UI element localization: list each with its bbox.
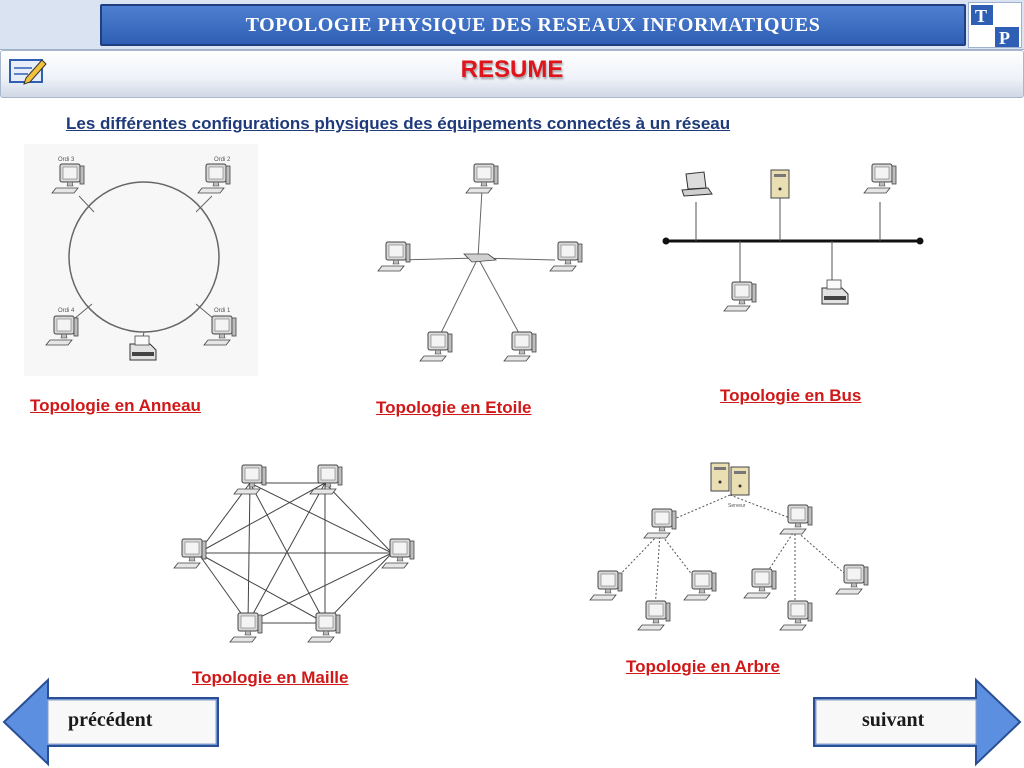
- mesh-pc-icon: [229, 612, 263, 643]
- star-pc-icon: [377, 241, 411, 272]
- tree-pc-icon: [643, 508, 677, 539]
- svg-text:P: P: [999, 28, 1010, 48]
- next-label: suivant: [862, 709, 925, 731]
- star-diagram: [377, 163, 583, 362]
- tree-pc-icon: [589, 570, 623, 601]
- mesh-pc-icon: [309, 464, 343, 495]
- tree-pc-icon: [835, 564, 869, 595]
- bus-pc-icon: [863, 163, 897, 194]
- bus-caption: Topologie en Bus: [720, 386, 862, 405]
- tree-server-icon: [710, 462, 730, 492]
- next-button[interactable]: suivant: [810, 676, 1024, 768]
- mesh-pc-icon: [307, 612, 341, 643]
- star-pc-icon: [465, 163, 499, 194]
- ring-label: Ordi 2: [214, 157, 231, 163]
- star-caption: Topologie en Etoile: [376, 398, 532, 417]
- tree-pc-icon: [683, 570, 717, 601]
- section-title: RESUME: [460, 56, 564, 83]
- arrow-left-icon: [2, 677, 219, 767]
- previous-button[interactable]: précédent: [0, 676, 224, 768]
- bus-laptop-icon: [681, 171, 713, 197]
- tree-server-icon: [730, 466, 750, 496]
- title-box: TOPOLOGIE PHYSIQUE DES RESEAUX INFORMATI…: [100, 4, 966, 46]
- ring-caption: Topologie en Anneau: [30, 396, 201, 415]
- mesh-pc-icon: [173, 538, 207, 569]
- mesh-diagram: [173, 464, 415, 643]
- svg-text:T: T: [975, 6, 987, 26]
- hub-icon: [463, 253, 498, 263]
- tree-pc-icon: [637, 600, 671, 631]
- bus-server-icon: [770, 169, 790, 199]
- tree-server-label: Serveur: [728, 503, 746, 509]
- star-pc-icon: [503, 331, 537, 362]
- resume-bar: [0, 50, 1024, 98]
- bus-diagram: [662, 163, 924, 312]
- ring-label: Ordi 1: [214, 308, 231, 314]
- star-pc-icon: [419, 331, 453, 362]
- logo: T P: [968, 2, 1022, 48]
- tree-caption: Topologie en Arbre: [626, 657, 780, 676]
- edit-icon[interactable]: [8, 56, 48, 86]
- page-title: TOPOLOGIE PHYSIQUE DES RESEAUX INFORMATI…: [245, 13, 821, 36]
- bus-pc-icon: [723, 281, 757, 312]
- tree-diagram: Serveur: [589, 462, 869, 631]
- ring-label: Ordi 3: [58, 157, 75, 163]
- logo-icon: T P: [971, 5, 1019, 48]
- mesh-caption: Topologie en Maille: [192, 668, 349, 687]
- bus-printer-icon: [821, 279, 849, 305]
- previous-label: précédent: [68, 709, 153, 731]
- tree-pc-icon: [743, 568, 777, 599]
- tree-pc-icon: [779, 600, 813, 631]
- section-subtitle: Les différentes configurations physiques…: [66, 114, 731, 133]
- ring-diagram: Ordi 3 Ordi 2 Ordi 4 Ordi 1: [24, 144, 258, 376]
- ring-label: Ordi 4: [58, 308, 75, 314]
- tree-pc-icon: [779, 504, 813, 535]
- mesh-pc-icon: [233, 464, 267, 495]
- arrow-right-icon: [813, 677, 1022, 767]
- star-pc-icon: [549, 241, 583, 272]
